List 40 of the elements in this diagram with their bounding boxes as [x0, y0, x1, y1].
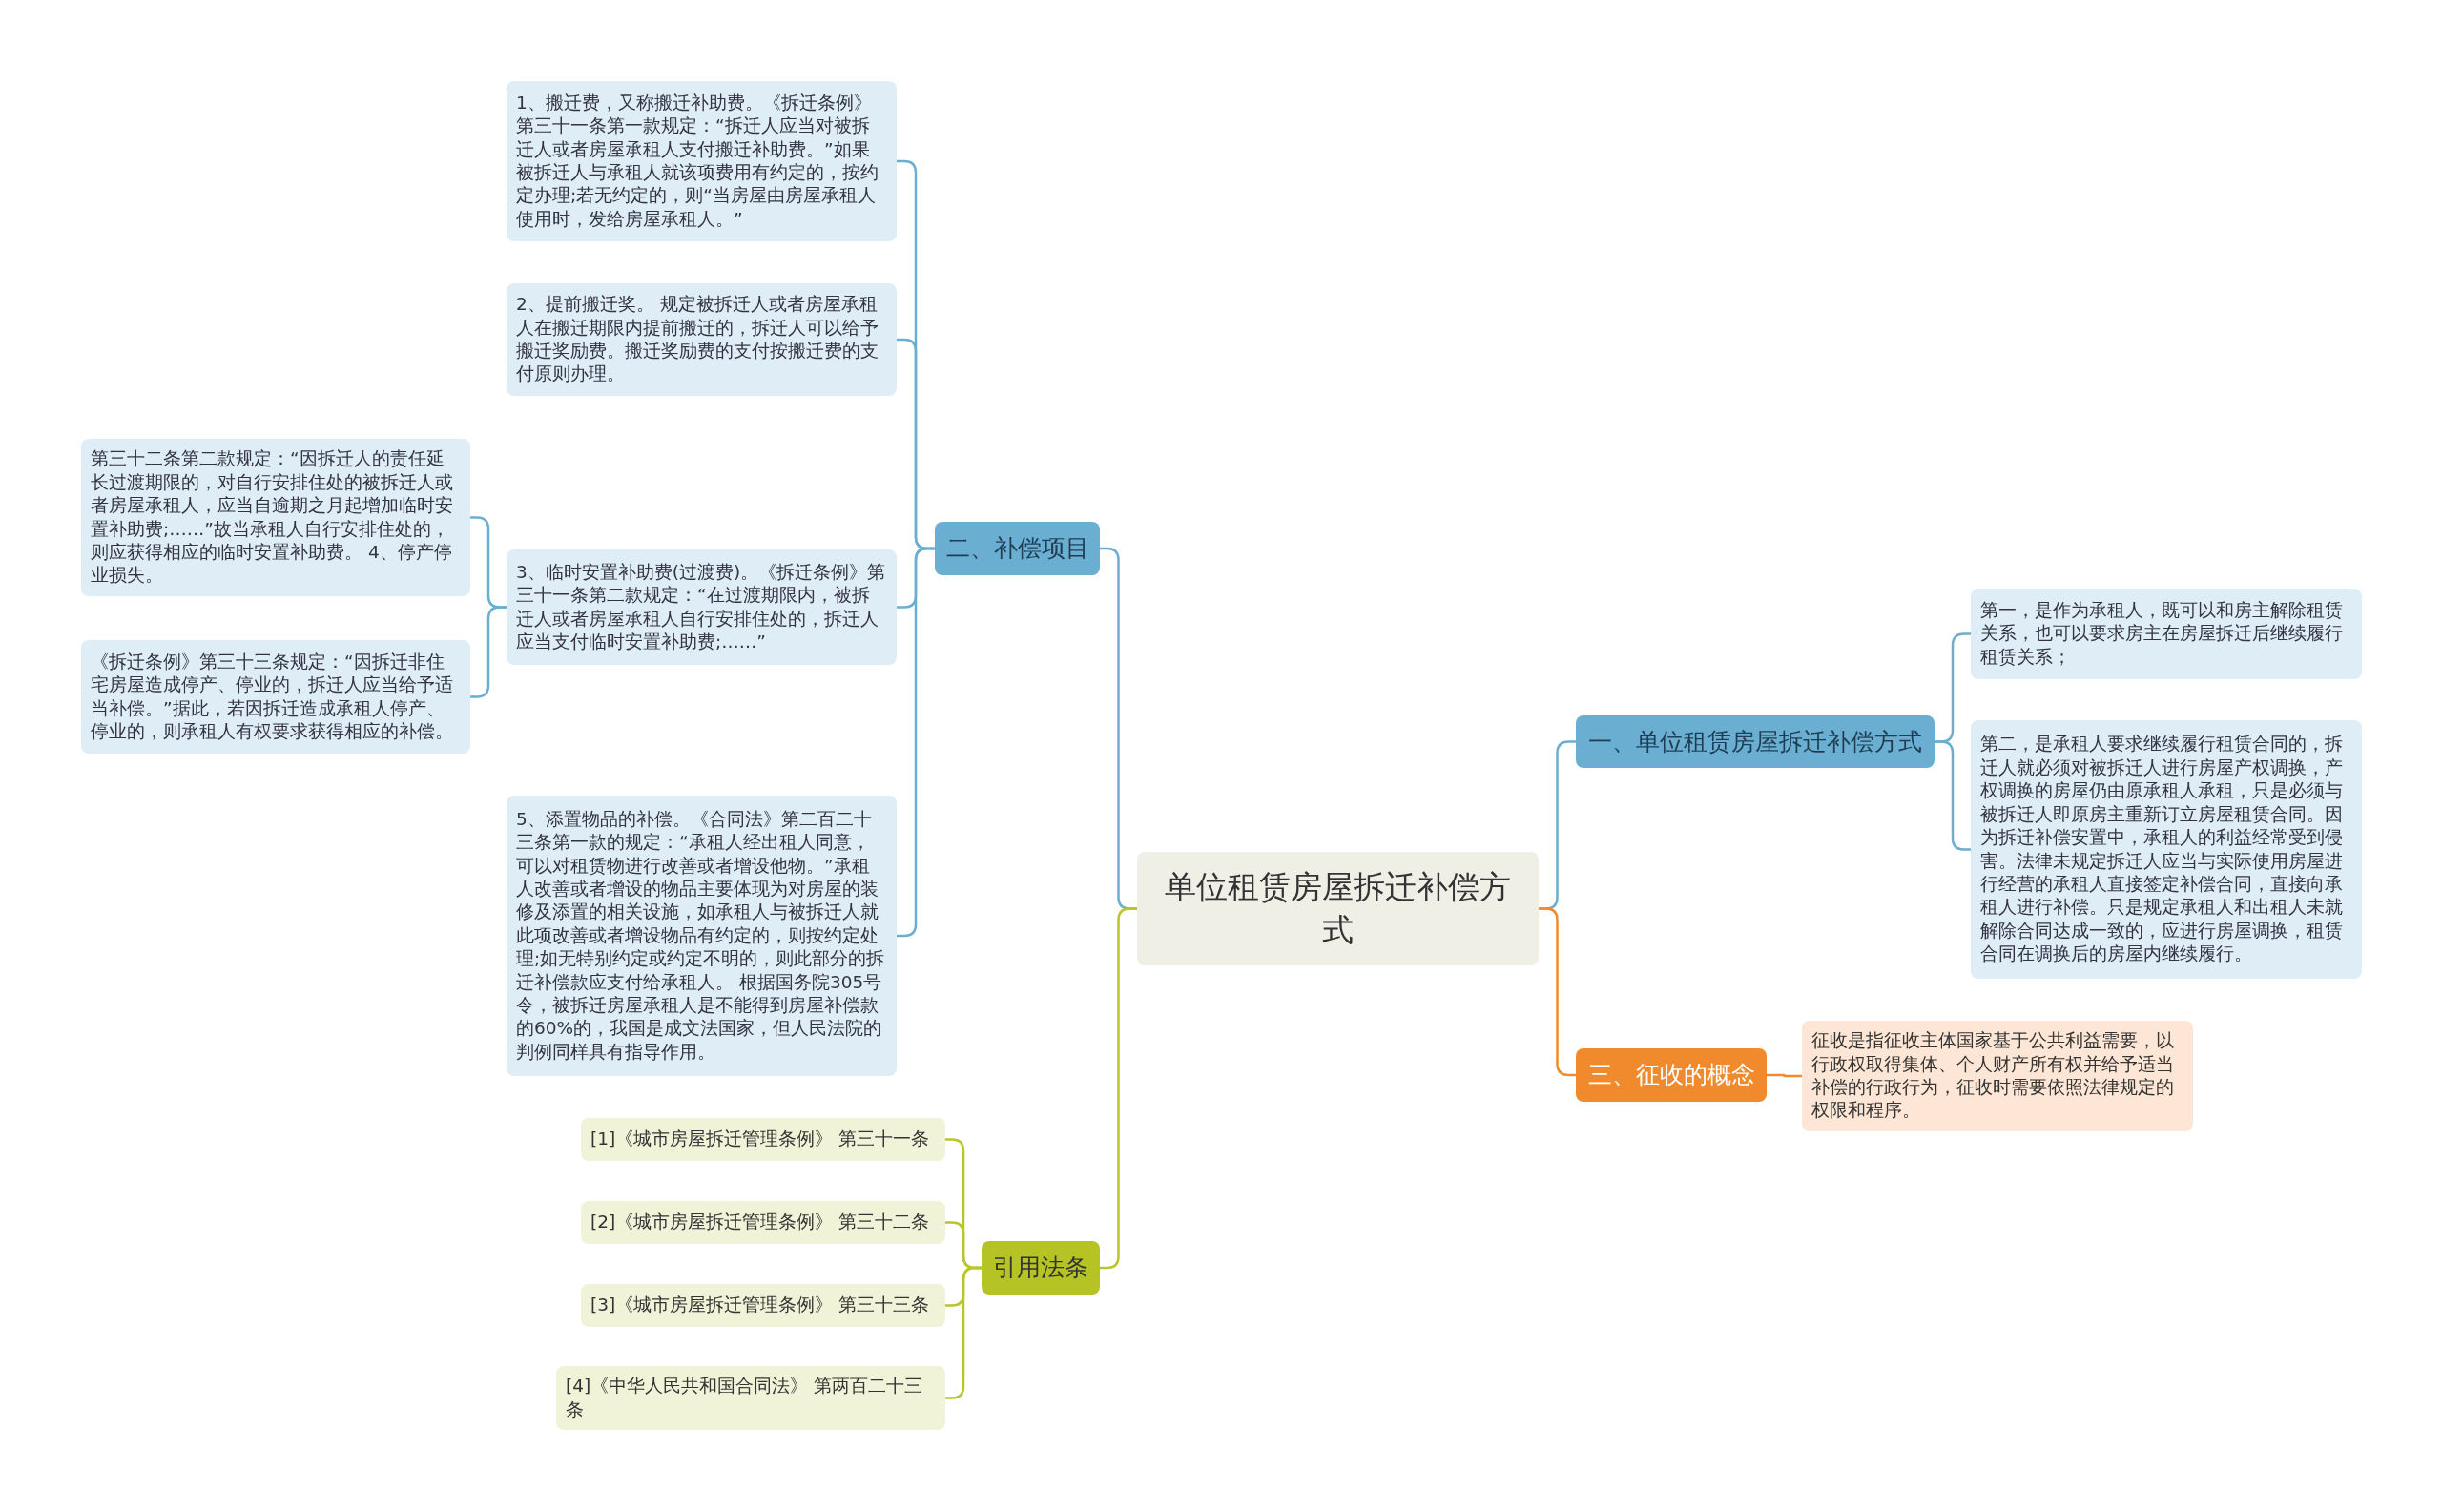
note-box: [81, 439, 470, 596]
connector-line: [945, 1266, 982, 1399]
note-text: [4]《中华人民共和国合同法》 第两百二十三条: [566, 1375, 924, 1421]
central-topic: [1137, 852, 1539, 965]
topic-text: 三、征收的概念: [1586, 1060, 1756, 1091]
note-text: 3、临时安置补助费(过渡费)。《拆迁条例》第三十一条第二款规定：“在过渡期限内，被拆迁人或者房屋承租人自行安排住处的，拆迁人应当支付临时安置补助费;……”: [516, 560, 887, 653]
note-box: [507, 283, 897, 396]
topic-text: 二、补偿项目: [944, 533, 1090, 565]
note-text: 《拆迁条例》第三十三条规定：“因拆迁非住宅房屋造成停产、停业的，拆迁人应当给予适当补偿。”据此，若因拆迁造成承租人停产、停业的，则承租人有权要求获得相应的补偿。: [91, 650, 454, 743]
reference-box: [581, 1201, 945, 1244]
note-text: 第一，是作为承租人，既可以和房主解除租赁关系，也可以要求房主在房屋拆迁后继续履行租赁关系；: [1980, 598, 2344, 669]
reference-box: [581, 1284, 945, 1327]
note-box: [507, 549, 897, 665]
branch-topic: [982, 1241, 1100, 1295]
connector-line: [1767, 1073, 1802, 1078]
branch-topic: [1576, 1048, 1767, 1102]
note-text: 征收是指征收主体国家基于公共利益需要，以行政权取得集体、个人财产所有权并给予适当补偿的行政行为，征收时需要依照法律规定的权限和程序。: [1811, 1029, 2175, 1123]
note-text: 1、搬迁费，又称搬迁补助费。《拆迁条例》第三十一条第一款规定：“拆迁人应当对被拆迁人或者房屋承租人支付搬迁补助费。”如果被拆迁人与承租人就该项费用有约定的，按约定办理;若无约定的，则“当房屋由房屋承租人使用时，发给房屋承租人。”: [516, 91, 880, 231]
reference-box: [581, 1118, 945, 1161]
note-box: [1971, 589, 2362, 679]
note-box: [507, 81, 897, 241]
topic-text: 一、单位租赁房屋拆迁补偿方式: [1587, 726, 1923, 757]
branch-topic: [935, 522, 1100, 575]
topic-text: 引用法条: [992, 1253, 1089, 1284]
note-box: [81, 640, 470, 754]
topic-text: 单位租赁房屋拆迁补偿方式: [1164, 866, 1512, 950]
note-box: [1971, 720, 2362, 979]
connector-line: [897, 547, 935, 938]
note-text: 第三十二条第二款规定：“因拆迁人的责任延长过渡期限的，对自行安排住处的被拆迁人或者房屋承租人，应当自逾期之月起增加临时安置补助费;……”故当承租人自行安排住处的，则应获得相应的临时安置补助费。 4、停产停业损失。: [91, 447, 454, 588]
note-text: [2]《城市房屋拆迁管理条例》 第三十二条: [590, 1211, 931, 1234]
branch-topic: [1576, 715, 1935, 768]
note-box: [1802, 1021, 2193, 1131]
note-text: [3]《城市房屋拆迁管理条例》 第三十三条: [590, 1294, 931, 1317]
note-text: 5、添置物品的补偿。《合同法》第二百二十三条第一款的规定：“承租人经出租人同意，可以对租赁物进行改善或者增设他物。”承租人改善或者增设的物品主要体现为对房屋的装修及添置的相关设施，如承租人与被拆迁人就此项改善或者增设物品有约定的，则按约定处理;如无特别约定或约定不明的，则此部分的拆迁补偿款应支付给承租人。 根据国务院305号令，被拆迁房屋承租人是不能得到房屋补偿款的60%的，我国是成文法国家，但人民法院的判例同样具有指导作用。: [516, 807, 886, 1064]
connector-line: [1935, 740, 1971, 851]
note-text: 2、提前搬迁奖。 规定被拆迁人或者房屋承租人在搬迁期限内提前搬迁的，拆迁人可以给予搬迁奖励费。搬迁奖励费的支付按搬迁费的支付原则办理。: [516, 293, 880, 386]
note-text: 第二，是承租人要求继续履行租赁合同的，拆迁人就必须对被拆迁人进行房屋产权调换，产权调换的房屋仍由原承租人承租，只是必须与被拆迁人即原房主重新订立房屋租赁合同。因为拆迁补偿安置中，承租人的利益经常受到侵害。法律未规定拆迁人应当与实际使用房屋进行经营的承租人直接签定补偿合同，直接向承租人进行补偿。只是规定承租人和出租人未就解除合同达成一致的，应进行房屋调换，租赁合同在调换后的房屋内继续履行。: [1980, 733, 2344, 966]
connector-line: [470, 606, 507, 698]
note-text: [1]《城市房屋拆迁管理条例》 第三十一条: [590, 1128, 931, 1151]
reference-box: [556, 1366, 945, 1430]
